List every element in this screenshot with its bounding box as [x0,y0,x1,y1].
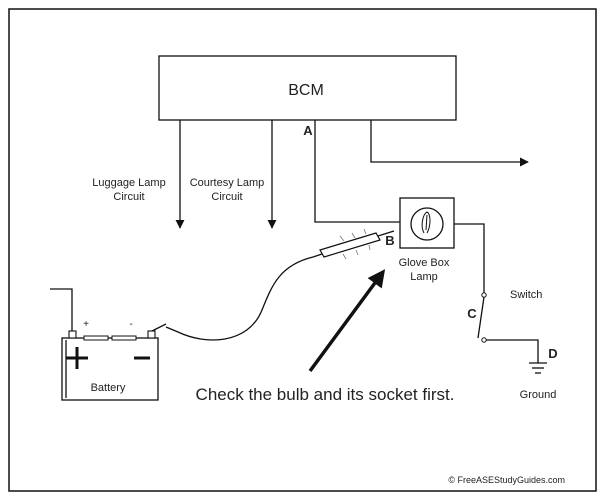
bulb-filament-icon [421,211,431,234]
point-b-label: B [385,233,394,248]
lamp-label-line1: Glove Box [399,257,450,269]
bcm-module: BCM [158,55,457,121]
wire-lamp-to-switch [454,223,485,295]
wire-switch-to-ground [486,339,539,363]
pointer-arrow [308,269,386,373]
probe-glow-icon [339,228,371,260]
battery-positive-lead [50,288,73,331]
glove-box-lamp [399,197,455,249]
switch-label: Switch [510,289,542,301]
test-light-probe [149,228,395,341]
ground-symbol-icon [529,362,547,374]
bcm-output-arrow [370,120,529,167]
point-d-label: D [548,346,557,361]
credit-text: © FreeASEStudyGuides.com [448,475,565,485]
outer-frame [8,8,597,492]
bcm-label: BCM [288,82,324,99]
instruction-text: Check the bulb and its socket first. [196,385,455,404]
courtesy-circuit-label-line1: Courtesy Lamp [190,177,265,189]
switch-contact-bottom [481,337,487,343]
point-a-label: A [303,123,313,138]
battery-minus-small: - [129,319,132,330]
switch-contact-top [481,292,487,298]
luggage-circuit-label-line2: Circuit [113,191,144,203]
switch-blade [477,296,485,339]
ground-label: Ground [520,389,557,401]
battery-plus-small: + [83,319,89,330]
point-c-label: C [467,306,477,321]
wire-bcm-to-lamp [314,120,400,223]
battery-label: Battery [91,382,126,394]
courtesy-circuit-label-line2: Circuit [211,191,242,203]
luggage-circuit-label-line1: Luggage Lamp [92,177,165,189]
battery-plus-icon [66,347,88,369]
lamp-label-line2: Lamp [410,271,438,283]
